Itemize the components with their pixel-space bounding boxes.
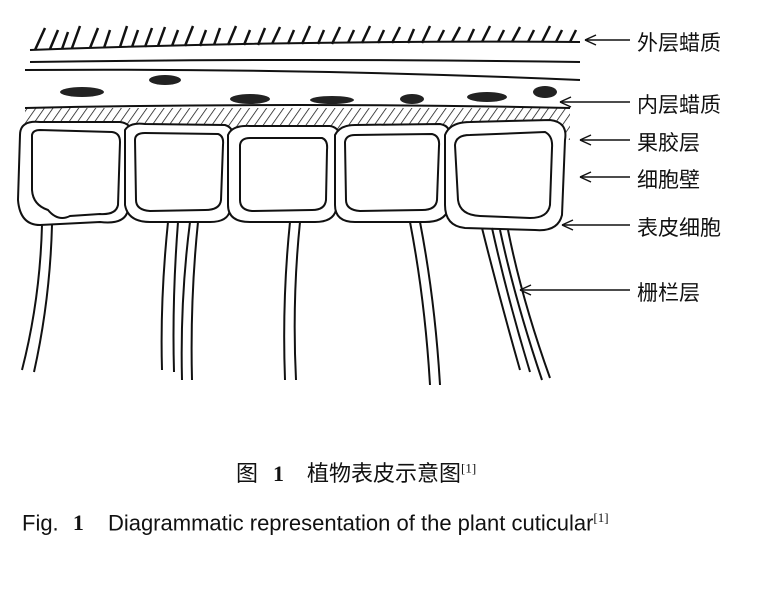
label-arrows (519, 34, 630, 296)
caption-en-text: Diagrammatic representation of the plant… (107, 510, 594, 536)
caption-en-ref: [1] (593, 510, 609, 525)
label-outer-wax: 外层蜡质 (637, 31, 721, 55)
label-palisade-layer: 栅栏层 (637, 281, 700, 305)
epidermal-cells (16, 118, 567, 232)
label-pectin-layer: 果胶层 (637, 131, 700, 155)
label-inner-wax: 内层蜡质 (637, 93, 721, 117)
label-cell-wall: 细胞壁 (637, 168, 700, 192)
caption-cn-number: 1 (273, 461, 285, 486)
inner-wax-layer (60, 75, 557, 104)
caption-en-number: 1 (72, 510, 84, 536)
caption-en-prefix: Fig. (22, 510, 59, 536)
label-epidermal-cell: 表皮细胞 (637, 216, 721, 240)
caption-chinese: 图 1 植物表皮示意图[1] (236, 456, 476, 488)
outer-wax-layer (24, 25, 581, 81)
caption-english: Fig. 1 Diagrammatic representation of th… (22, 510, 609, 536)
caption-cn-ref: [1] (461, 460, 477, 476)
palisade-layer (21, 221, 551, 386)
caption-cn-prefix: 图 (236, 462, 259, 487)
caption-cn-text: 植物表皮示意图 (307, 462, 462, 487)
